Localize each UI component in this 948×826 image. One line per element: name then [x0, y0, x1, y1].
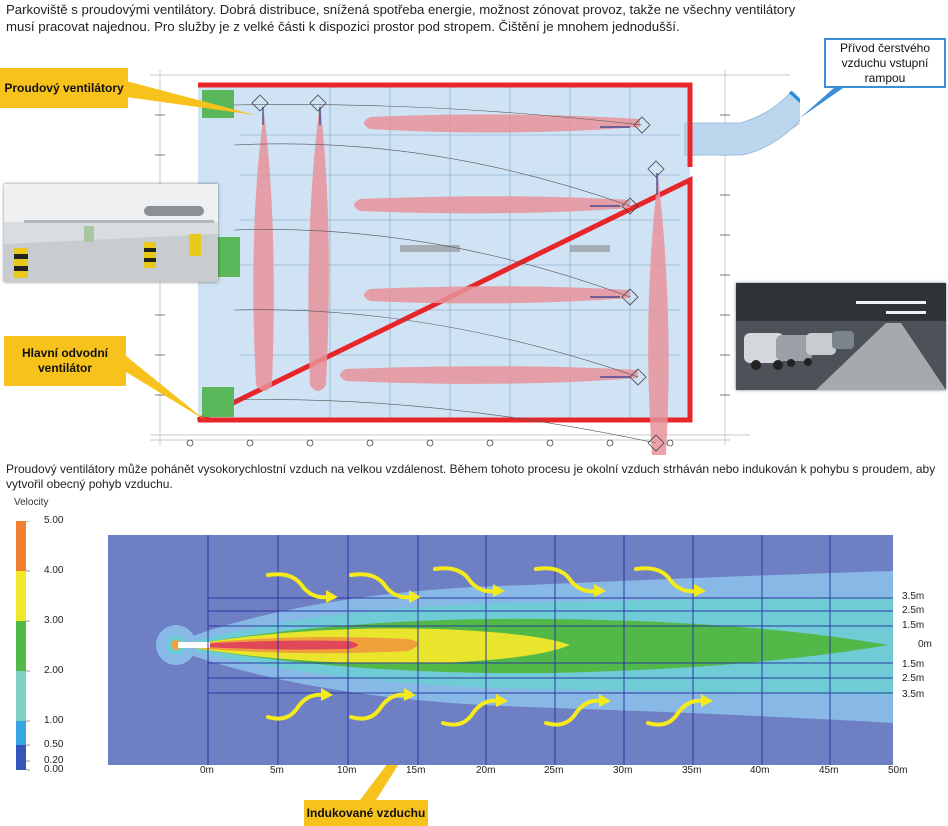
- parking-floor-plan: [150, 70, 800, 455]
- x-axis-label: 50m: [888, 765, 908, 776]
- callout-jet-fans-label: Proudový ventilátory: [4, 80, 124, 95]
- velocity-tick-5: 5.00: [44, 515, 64, 526]
- velocity-legend: Velocity 5.00 4.00 3.00 2.00 1.00 0.50 0…: [14, 497, 74, 782]
- callout-jet-fans: Proudový ventilátory: [0, 68, 128, 108]
- x-axis-label: 30m: [613, 765, 633, 776]
- right-axis-label: 3.5m: [902, 689, 925, 700]
- right-axis-label: 2.5m: [902, 605, 925, 616]
- x-axis-label: 40m: [750, 765, 770, 776]
- x-axis-label: 15m: [406, 765, 426, 776]
- velocity-colorbar: [16, 521, 30, 771]
- x-axis: 0m 5m 10m 15m 20m 25m 30m 35m 40m 45m 50…: [0, 765, 948, 781]
- right-axis-label: 0m: [918, 639, 932, 650]
- right-axis-label: 1.5m: [902, 659, 925, 670]
- velocity-tick-3: 3.00: [44, 615, 64, 626]
- velocity-tick-05: 0.50: [44, 739, 64, 750]
- parking-photo-left: [4, 184, 218, 282]
- jet-plume-diagram: [108, 535, 893, 765]
- velocity-tick-2: 2.00: [44, 665, 64, 676]
- x-axis-label: 5m: [270, 765, 284, 776]
- callout-fresh-air-label: Přívod čerstvého vzduchu vstupní rampou: [839, 40, 931, 85]
- x-axis-label: 0m: [200, 765, 214, 776]
- callout-fresh-air: Přívod čerstvého vzduchu vstupní rampou: [824, 38, 946, 88]
- velocity-tick-1: 1.00: [44, 715, 64, 726]
- x-axis-label: 10m: [337, 765, 357, 776]
- callout-main-exhaust: Hlavní odvodní ventilátor: [4, 336, 126, 386]
- right-axis: 3.5m 2.5m 1.5m 0m 1.5m 2.5m 3.5m: [898, 0, 948, 826]
- intro-text: Parkoviště s proudovými ventilátory. Dob…: [6, 2, 796, 34]
- velocity-legend-title: Velocity: [14, 497, 49, 508]
- velocity-tick-0: 0.00: [44, 764, 64, 775]
- velocity-tick-4: 4.00: [44, 565, 64, 576]
- callout-induced-air: Indukované vzduchu: [304, 800, 428, 826]
- parking-photo-right: [736, 283, 946, 390]
- callout-main-exhaust-label: Hlavní odvodní ventilátor: [21, 346, 108, 375]
- middle-text: Proudový ventilátory může pohánět vysoko…: [6, 462, 936, 491]
- right-axis-label: 1.5m: [902, 620, 925, 631]
- callout-induced-air-label: Indukované vzduchu: [306, 805, 426, 820]
- x-axis-label: 25m: [544, 765, 564, 776]
- velocity-tick-02: 0.20: [44, 755, 64, 766]
- right-axis-label: 3.5m: [902, 591, 925, 602]
- right-axis-label: 2.5m: [902, 673, 925, 684]
- x-axis-label: 35m: [682, 765, 702, 776]
- x-axis-label: 45m: [819, 765, 839, 776]
- x-axis-label: 20m: [476, 765, 496, 776]
